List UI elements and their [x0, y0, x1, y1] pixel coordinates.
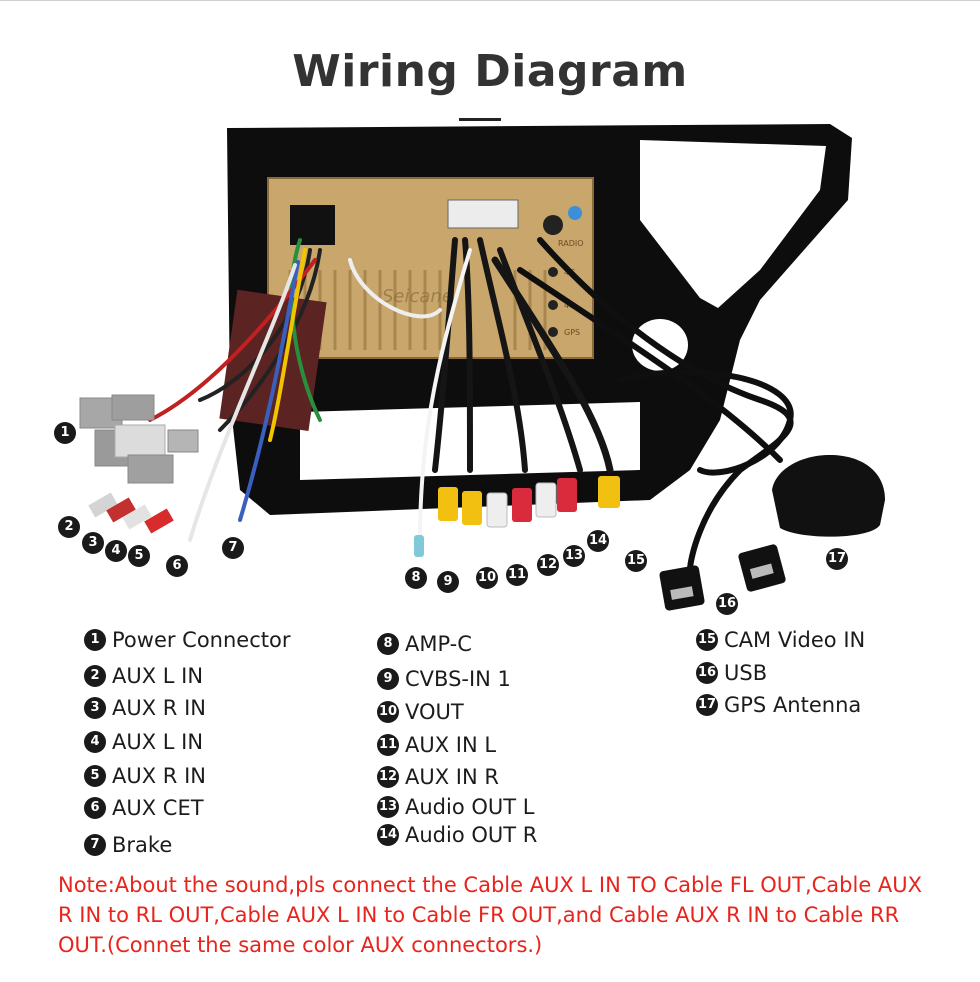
legend-label-12: AUX IN R: [405, 765, 499, 789]
legend-badge-9: 9: [377, 668, 399, 690]
page-title: Wiring Diagram: [292, 46, 688, 97]
legend-label-10: VOUT: [405, 700, 464, 724]
legend-item-4: 4 AUX L IN: [84, 729, 203, 754]
legend-badge-3: 3: [84, 697, 106, 719]
callout-11: 11: [506, 564, 528, 586]
legend-badge-10: 10: [377, 701, 399, 723]
legend-item-15: 15 CAM Video IN: [696, 627, 865, 652]
harness-block: [219, 289, 327, 432]
legend-badge-11: 11: [377, 734, 399, 756]
unit-photo: Seicane RADIO 4G 4G GPS: [79, 124, 885, 611]
gps-port: [548, 327, 558, 337]
legend-item-14: 14 Audio OUT R: [377, 822, 537, 847]
legend-label-15: CAM Video IN: [724, 628, 866, 652]
legend-badge-2: 2: [84, 665, 106, 687]
top-divider: [0, 0, 980, 1]
legend-item-2: 2 AUX L IN: [84, 663, 203, 688]
legend-label-4: AUX L IN: [112, 730, 204, 754]
legend-item-9: 9 CVBS-IN 1: [377, 666, 511, 691]
callout-15: 15: [625, 550, 647, 572]
fourg-port-1: [548, 267, 558, 277]
gps-antenna: [772, 455, 885, 537]
legend-item-13: 13 Audio OUT L: [377, 794, 534, 819]
legend-badge-14: 14: [377, 824, 399, 846]
legend-badge-15: 15: [696, 629, 718, 651]
radio-port-label: RADIO: [558, 239, 584, 248]
callout-6: 6: [166, 555, 188, 577]
legend-badge-8: 8: [377, 633, 399, 655]
callout-3: 3: [82, 532, 104, 554]
wire-bundle: [148, 237, 794, 573]
watermark-text: Seicane: [382, 286, 453, 307]
title-underline: [459, 118, 501, 121]
legend-label-8: AMP-C: [405, 632, 472, 656]
callout-5: 5: [128, 545, 150, 567]
legend-badge-17: 17: [696, 694, 718, 716]
legend-item-1: 1 Power Connector: [84, 627, 290, 652]
callout-16: 16: [716, 593, 738, 615]
legend-item-7: 7 Brake: [84, 832, 172, 857]
fourg-port-2: [548, 300, 558, 310]
blue-knob: [568, 206, 582, 220]
legend-label-1: Power Connector: [112, 628, 291, 652]
legend-label-13: Audio OUT L: [405, 795, 535, 819]
legend-item-3: 3 AUX R IN: [84, 695, 206, 720]
callout-12: 12: [537, 554, 559, 576]
legend-label-3: AUX R IN: [112, 696, 206, 720]
legend-label-7: Brake: [112, 833, 173, 857]
legend-item-17: 17 GPS Antenna: [696, 692, 861, 717]
legend-item-6: 6 AUX CET: [84, 795, 204, 820]
callout-4: 4: [105, 540, 127, 562]
legend-badge-13: 13: [377, 796, 399, 818]
legend-item-16: 16 USB: [696, 660, 767, 685]
legend-badge-6: 6: [84, 797, 106, 819]
legend-badge-5: 5: [84, 765, 106, 787]
center-rca-connectors: [414, 476, 620, 557]
legend-item-11: 11 AUX IN L: [377, 732, 496, 757]
frame-cutout-top: [640, 140, 826, 308]
legend-label-14: Audio OUT R: [405, 823, 538, 847]
radio-port: [543, 215, 563, 235]
legend-label-17: GPS Antenna: [724, 693, 862, 717]
rear-connector-center: [447, 199, 519, 229]
callout-8: 8: [405, 567, 427, 589]
callout-9: 9: [437, 571, 459, 593]
wiring-note: Note:About the sound,pls connect the Cab…: [58, 873, 923, 957]
callout-2: 2: [58, 516, 80, 538]
legend-item-8: 8 AMP-C: [377, 631, 472, 656]
callout-10: 10: [476, 567, 498, 589]
callout-14: 14: [587, 530, 609, 552]
power-connectors: [79, 394, 199, 484]
legend-item-12: 12 AUX IN R: [377, 764, 499, 789]
legend-item-5: 5 AUX R IN: [84, 763, 206, 788]
gps-port-label: GPS: [564, 328, 580, 337]
legend-label-9: CVBS-IN 1: [405, 667, 511, 691]
legend-label-2: AUX L IN: [112, 664, 204, 688]
legend-label-5: AUX R IN: [112, 764, 206, 788]
rear-connector-left: [290, 205, 335, 245]
callout-17: 17: [826, 548, 848, 570]
legend-badge-1: 1: [84, 629, 106, 651]
usb-connectors: [659, 544, 786, 611]
legend-badge-12: 12: [377, 766, 399, 788]
left-rca-connectors: [88, 492, 174, 534]
legend-item-10: 10 VOUT: [377, 699, 464, 724]
legend-badge-16: 16: [696, 662, 718, 684]
callout-1: 1: [54, 422, 76, 444]
legend-label-16: USB: [724, 661, 768, 685]
legend-label-11: AUX IN L: [405, 733, 497, 757]
callout-7: 7: [222, 537, 244, 559]
legend-label-6: AUX CET: [112, 796, 204, 820]
legend-badge-4: 4: [84, 731, 106, 753]
callout-13: 13: [563, 545, 585, 567]
legend-badge-7: 7: [84, 834, 106, 856]
